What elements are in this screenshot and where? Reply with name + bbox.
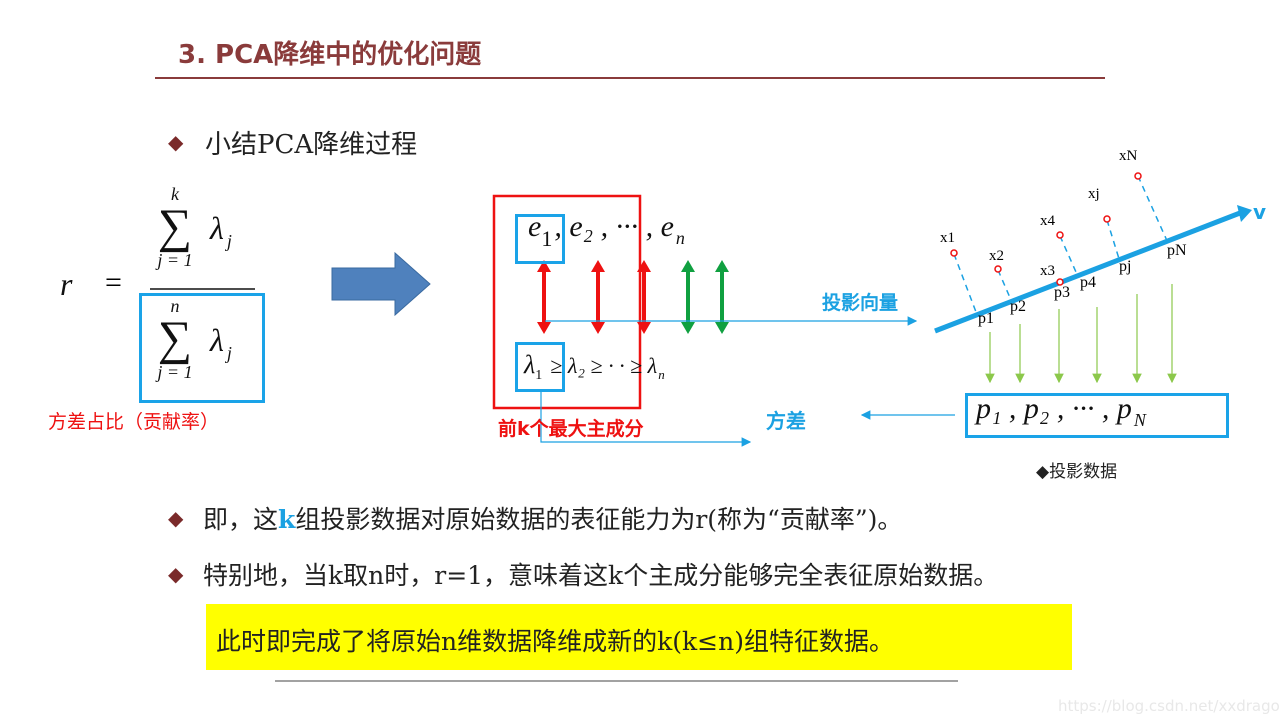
e1-sub: 1: [541, 225, 553, 251]
en-sub: n: [675, 228, 685, 249]
formula-equals: =: [105, 266, 122, 299]
label-xj: xj: [1088, 186, 1100, 202]
top-k-box: [492, 194, 642, 410]
label-p1: p1: [978, 310, 994, 327]
green-down-arrows: [985, 284, 1177, 384]
bullet-2: 特别地，当k取n时，r=1，意味着这k个主成分能够完全表征原始数据。: [203, 561, 999, 590]
projection-vector-label: 投影向量: [822, 292, 899, 314]
lambda-top-sub: j: [226, 231, 232, 252]
bullet-1-k: k: [278, 505, 296, 534]
variance-ratio-label: 方差占比（贡献率）: [48, 411, 220, 433]
summary-heading: 小结PCA降维过程: [205, 130, 418, 160]
lambda-bottom-sub: j: [226, 343, 232, 364]
eigenvalues: ≥ λ₂ ≥ · · ≥ λ: [550, 353, 658, 378]
lambda1-sub: 1: [535, 368, 543, 384]
lambda1: λ: [524, 350, 536, 379]
denominator-box: [139, 293, 265, 403]
projected-data-sub: N: [1133, 410, 1146, 431]
diamond-bullet-icon: ◆: [168, 506, 184, 530]
projected-data: p₁ , p₂ , ··· , p: [976, 392, 1132, 425]
bullet-1-post: 组投影数据对原始数据的表征能力为r(称为“贡献率”)。: [295, 505, 903, 534]
top-k-label: 前k个最大主成分: [498, 418, 644, 440]
label-v: v: [1253, 200, 1267, 224]
label-x3: x3: [1040, 263, 1055, 279]
sum-symbol-top: ∑: [157, 200, 193, 253]
label-x2: x2: [989, 248, 1004, 264]
label-p2: p2: [1010, 298, 1026, 315]
eigenvectors: , e₂ , ··· , e: [554, 210, 674, 243]
projection-dashes: [953, 175, 1169, 313]
sum-upper-n: n: [170, 296, 180, 316]
sum-lower-bottom: j = 1: [157, 362, 193, 382]
bullet-1: 即，这k组投影数据对原始数据的表征能力为r(称为“贡献率”)。: [203, 500, 902, 536]
diamond-bullet-icon: ◆: [168, 562, 184, 586]
label-pj: pj: [1119, 258, 1132, 275]
label-p3: p3: [1054, 284, 1070, 301]
v-axis: [934, 210, 1241, 334]
label-p4: p4: [1080, 274, 1096, 291]
denominator-sum: n ∑ j = 1: [150, 296, 200, 382]
green-double-arrows: [681, 260, 729, 334]
lambda-bottom: λ: [210, 322, 224, 358]
big-right-arrow: [331, 251, 431, 317]
lambdan-sub: n: [658, 366, 665, 382]
projected-data-box: [965, 393, 1229, 438]
label-x4: x4: [1040, 213, 1055, 229]
red-double-arrows: [537, 260, 651, 334]
variance-label: 方差: [766, 409, 806, 433]
label-pN: pN: [1167, 242, 1187, 259]
variance-connector: [540, 390, 752, 447]
lambda-top: λ: [210, 210, 224, 246]
label-xN: xN: [1119, 148, 1138, 164]
numerator-sum: k ∑ j = 1: [150, 184, 200, 270]
sum-lower-top: j = 1: [157, 250, 193, 270]
e1: e: [528, 210, 542, 243]
data-points: [950, 172, 1142, 286]
lambda1-box: [515, 342, 565, 392]
diamond-bullet-icon: ◆: [168, 130, 184, 154]
formula-r: r: [60, 266, 73, 302]
bullet-1-pre: 即，这: [203, 505, 279, 534]
highlight-box: [206, 604, 1072, 670]
label-x1: x1: [940, 230, 955, 246]
slide-title: 3. PCA降维中的优化问题: [178, 40, 482, 70]
sum-upper-k: k: [171, 184, 179, 204]
highlight-text: 此时即完成了将原始n维数据降维成新的k(k≤n)组特征数据。: [216, 627, 894, 656]
watermark: https://blog.csdn.net/xxdragon126: [1058, 697, 1280, 715]
sum-symbol-bottom: ∑: [157, 312, 193, 365]
projected-data-label: ◆投影数据: [1036, 462, 1118, 482]
e1-box: [515, 214, 565, 264]
